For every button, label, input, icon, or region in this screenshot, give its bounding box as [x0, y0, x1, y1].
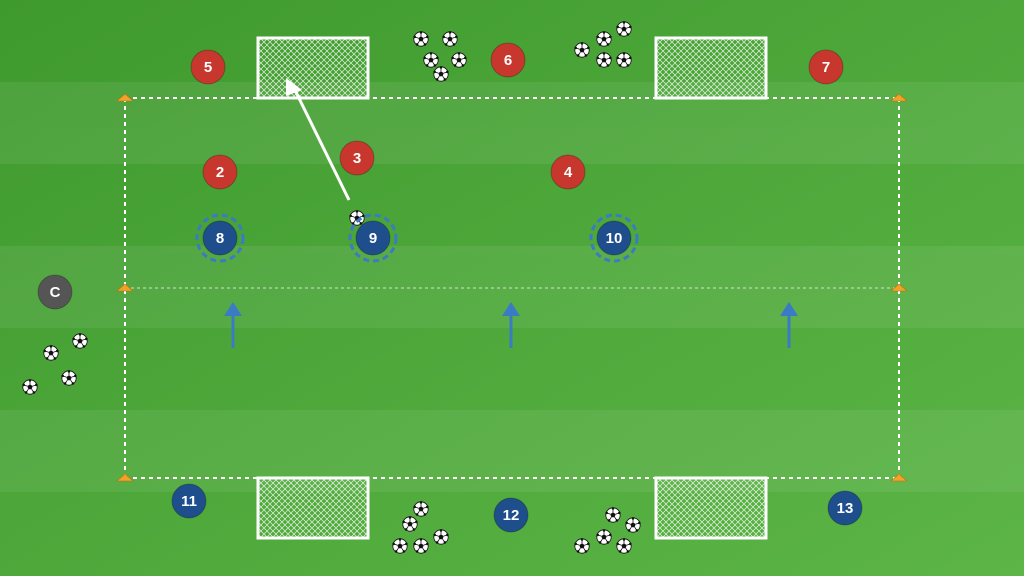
- player-coach: C: [37, 274, 73, 310]
- player-number: 13: [837, 500, 854, 517]
- cone-icon: [890, 283, 908, 292]
- cone-icon: [116, 283, 134, 292]
- player-number: 7: [822, 59, 830, 76]
- player-blue-12: 12: [493, 497, 529, 533]
- player-red-6: 6: [490, 42, 526, 78]
- player-blue-10: 10: [589, 213, 639, 263]
- player-marker: [493, 497, 529, 533]
- player-blue-11: 11: [171, 483, 207, 519]
- goal-net-icon: [654, 36, 768, 100]
- player-number: 9: [369, 230, 377, 247]
- goal-net-icon: [654, 476, 768, 540]
- player-marker: [202, 154, 238, 190]
- cone-icon: [890, 473, 908, 482]
- player-marker: [355, 220, 391, 256]
- movement-ring: [195, 213, 245, 263]
- goal-net-icon: [256, 476, 370, 540]
- player-blue-9: 9: [348, 213, 398, 263]
- player-red-4: 4: [550, 154, 586, 190]
- player-blue-8: 8: [195, 213, 245, 263]
- player-number: 11: [181, 493, 197, 510]
- player-red-7: 7: [808, 49, 844, 85]
- movement-arrow-icon: [224, 302, 242, 348]
- players: 5 6 7 2 3 4 8 9 10 11 12 13 C: [37, 42, 863, 533]
- cone-icon: [116, 473, 134, 482]
- player-number: 6: [504, 52, 512, 69]
- player-marker: [490, 42, 526, 78]
- player-number: 3: [353, 150, 361, 167]
- player-marker: [827, 490, 863, 526]
- player-red-3: 3: [339, 140, 375, 176]
- goal-net-icon: [256, 36, 370, 100]
- player-red-5: 5: [190, 49, 226, 85]
- player-blue-13: 13: [827, 490, 863, 526]
- goal-top-right: [654, 36, 768, 100]
- player-marker: [550, 154, 586, 190]
- player-number: 10: [606, 230, 623, 247]
- movement-arrow-icon: [502, 302, 520, 348]
- cones: [116, 93, 908, 482]
- pass-arrow-head-icon: [286, 78, 302, 96]
- player-number: C: [50, 284, 61, 301]
- player-number: 2: [216, 164, 224, 181]
- player-number: 12: [503, 507, 520, 524]
- cone-icon: [890, 93, 908, 102]
- pass-arrow: [286, 78, 351, 201]
- movement-arrows: [224, 302, 798, 348]
- player-number: 4: [564, 164, 573, 181]
- player-marker: [171, 483, 207, 519]
- player-number: 8: [216, 230, 224, 247]
- goal-top-left: [256, 36, 370, 100]
- movement-ring: [348, 213, 398, 263]
- field-boundary: [124, 97, 900, 479]
- player-marker: [808, 49, 844, 85]
- player-number: 5: [204, 59, 212, 76]
- player-marker: [202, 220, 238, 256]
- movement-arrow-icon: [780, 302, 798, 348]
- player-marker: [190, 49, 226, 85]
- movement-ring: [589, 213, 639, 263]
- grass-stripes: [0, 82, 1024, 492]
- goal-bottom-right: [654, 476, 768, 540]
- player-marker: [37, 274, 73, 310]
- player-marker: [339, 140, 375, 176]
- player-marker: [596, 220, 632, 256]
- goal-bottom-left: [256, 476, 370, 540]
- player-red-2: 2: [202, 154, 238, 190]
- cone-icon: [116, 93, 134, 102]
